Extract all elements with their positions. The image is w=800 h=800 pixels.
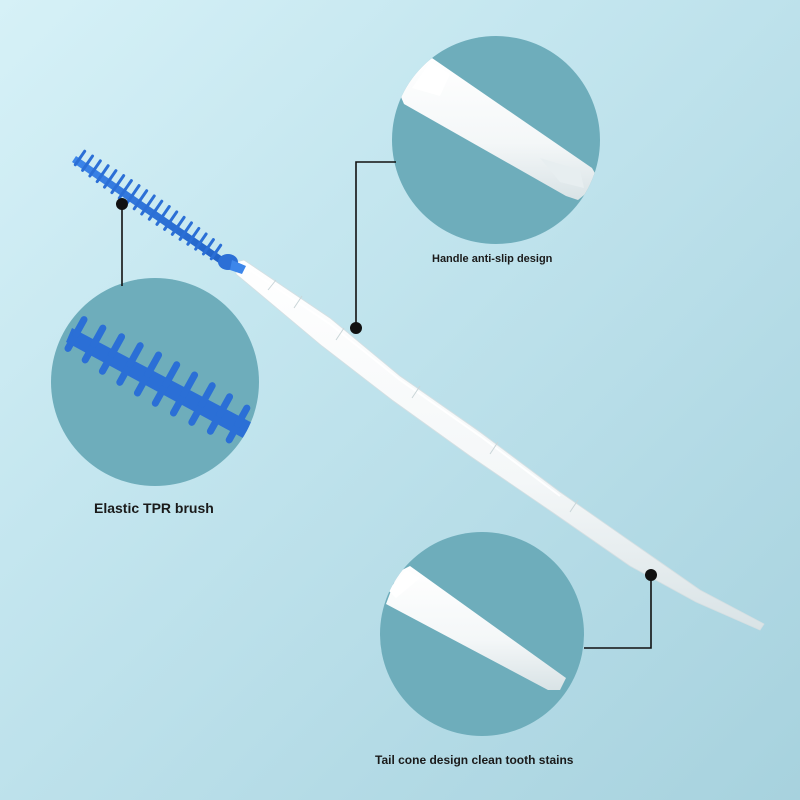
bristle bbox=[116, 174, 126, 186]
bristle bbox=[155, 213, 165, 226]
bristle bbox=[131, 184, 141, 197]
bristle bbox=[234, 404, 251, 428]
callout-markers bbox=[116, 198, 657, 581]
bristle bbox=[88, 166, 97, 178]
bristle bbox=[108, 169, 118, 181]
bristle bbox=[169, 390, 188, 417]
bristle bbox=[206, 238, 215, 249]
bristle bbox=[162, 361, 181, 388]
bristle bbox=[216, 393, 234, 418]
bristle bbox=[147, 208, 158, 221]
brush-head bbox=[72, 149, 246, 274]
bristle bbox=[154, 199, 164, 212]
bristle bbox=[140, 203, 150, 216]
bristle bbox=[214, 243, 223, 254]
bristle bbox=[93, 159, 102, 170]
bristle bbox=[103, 177, 112, 189]
bristle bbox=[194, 240, 203, 251]
bristle bbox=[169, 210, 179, 223]
bristle bbox=[123, 179, 133, 191]
tail-zoom-icon bbox=[380, 532, 584, 736]
bristle bbox=[133, 370, 152, 397]
bristle bbox=[186, 234, 195, 246]
bristle bbox=[125, 193, 135, 205]
handle-caption: Handle anti-slip design bbox=[432, 253, 553, 265]
bristle bbox=[117, 187, 127, 200]
bristle bbox=[244, 430, 259, 452]
bristle bbox=[132, 198, 142, 211]
tail-caption: Tail cone design clean tooth stains bbox=[375, 753, 574, 767]
bristle bbox=[199, 232, 208, 244]
brush-marker bbox=[116, 198, 128, 210]
bristle bbox=[126, 342, 144, 368]
bristle bbox=[90, 324, 107, 348]
bristle bbox=[176, 215, 186, 228]
bristle bbox=[180, 371, 199, 398]
handle-zoom-icon bbox=[392, 36, 600, 244]
bristle bbox=[78, 149, 87, 160]
toothpick-stick bbox=[235, 259, 765, 631]
bristle bbox=[101, 164, 110, 176]
bristle bbox=[170, 224, 180, 236]
bristle bbox=[108, 333, 126, 358]
bristle bbox=[86, 154, 95, 165]
bristle bbox=[151, 380, 170, 407]
bristle bbox=[72, 316, 88, 338]
bristle bbox=[95, 172, 105, 184]
bristle bbox=[178, 229, 188, 241]
bristle bbox=[144, 351, 163, 378]
bristle bbox=[252, 416, 259, 438]
bristle bbox=[138, 189, 149, 202]
brush-zoom-icon bbox=[51, 278, 259, 486]
bristle bbox=[163, 219, 173, 231]
handle-marker bbox=[350, 322, 362, 334]
bristle bbox=[198, 382, 216, 408]
bristle bbox=[146, 194, 156, 207]
tail-marker bbox=[645, 569, 657, 581]
bristle bbox=[184, 221, 193, 233]
brush-caption: Elastic TPR brush bbox=[94, 500, 214, 516]
bristle bbox=[161, 205, 171, 217]
bristle bbox=[110, 182, 120, 195]
callout-lines bbox=[121, 161, 652, 649]
bristle bbox=[191, 226, 201, 238]
